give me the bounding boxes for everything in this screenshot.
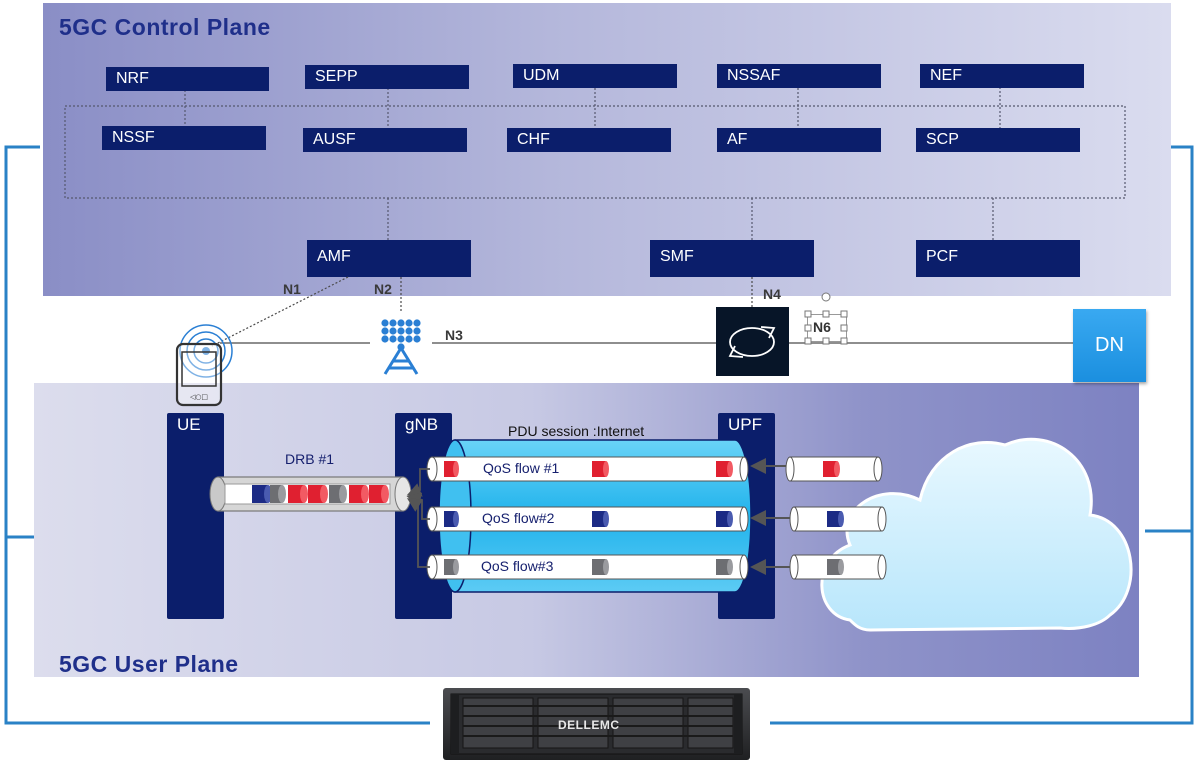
n6-label: N6 <box>813 319 831 335</box>
interface-links <box>211 276 1073 347</box>
dn-box: DN <box>1073 309 1146 382</box>
n2-label: N2 <box>374 281 392 297</box>
nf-nrf: NRF <box>106 67 269 91</box>
nf-nssaf: NSSAF <box>717 64 881 88</box>
n6-textbox[interactable]: N6 <box>804 292 848 345</box>
nf-af: AF <box>717 128 881 152</box>
nf-sepp: SEPP <box>305 65 469 89</box>
nf-ausf: AUSF <box>303 128 467 152</box>
nf-udm: UDM <box>513 64 677 88</box>
dell-emc-server: DELLEMC <box>443 688 750 760</box>
user-plane-title: 5GC User Plane <box>59 651 239 677</box>
qos-flow-1-label: QoS flow #1 <box>483 460 560 476</box>
nf-chf: CHF <box>507 128 671 152</box>
upf-label: UPF <box>728 415 762 434</box>
nf-pcf: PCF <box>916 240 1080 277</box>
ue-label: UE <box>177 415 201 434</box>
nf-smf: SMF <box>650 240 814 277</box>
ue-phone-icon: ◁○□ <box>175 324 233 407</box>
qos-flow-3-label: QoS flow#3 <box>481 558 554 574</box>
service-bus <box>64 87 1126 240</box>
gnb-label: gNB <box>405 415 439 434</box>
nf-nssf: NSSF <box>102 126 266 150</box>
control-plane-title: 5GC Control Plane <box>59 14 271 40</box>
drb-label: DRB #1 <box>285 451 335 467</box>
qos-flow-2-label: QoS flow#2 <box>482 510 555 526</box>
upf-router-icon <box>716 307 789 376</box>
n4-label: N4 <box>763 286 781 302</box>
n3-label: N3 <box>445 327 463 343</box>
nf-scp: SCP <box>916 128 1080 152</box>
n1-label: N1 <box>283 281 301 297</box>
pdu-session-label: PDU session :Internet <box>508 423 645 439</box>
server-brand: DELLEMC <box>558 718 620 732</box>
svg-text:◁○□: ◁○□ <box>190 393 208 401</box>
gnb-tower-icon <box>381 319 421 375</box>
data-network-cloud <box>820 438 1133 632</box>
nf-amf: AMF <box>307 240 471 277</box>
ue-pillar: UE <box>167 413 224 619</box>
nf-nef: NEF <box>920 64 1084 88</box>
